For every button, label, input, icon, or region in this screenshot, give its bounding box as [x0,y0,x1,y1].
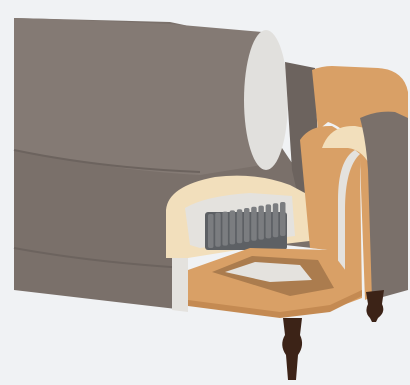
spring-coil [222,212,228,246]
spring-coil [215,213,221,247]
spring-coil [266,204,272,238]
spring-coil [244,208,250,242]
backrest-cushion-end [244,30,288,170]
spring-coil [258,206,264,240]
spring-coil [230,210,236,244]
spring-coil [208,214,214,248]
spring-coil [273,203,279,237]
spring-coil [251,207,257,241]
backrest-roll [14,18,262,175]
seat-front-strip [172,255,188,312]
spring-coil [237,209,243,243]
spring-coil [280,202,286,236]
